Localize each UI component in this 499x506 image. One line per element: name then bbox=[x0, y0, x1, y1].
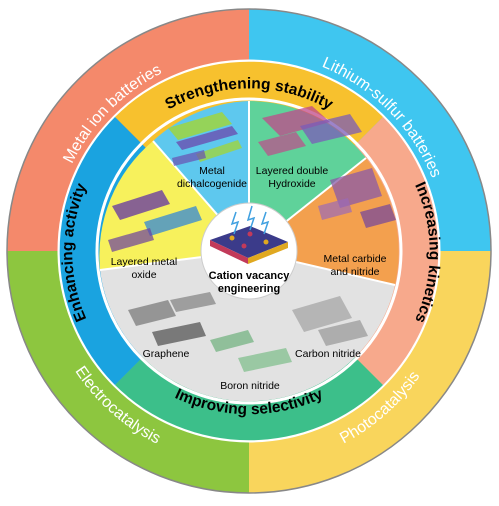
label-layered-oxide-line1: Layered metal bbox=[111, 256, 178, 268]
label-metal-dichalcogenide-line2: dichalcogenide bbox=[177, 178, 247, 190]
label-ldh-line2: Hydroxide bbox=[268, 178, 315, 190]
dichalcogenide-structure-illustration bbox=[168, 112, 242, 166]
label-metal-dichalcogenide-line1: Metal bbox=[199, 165, 225, 177]
vacancy-lattice-illustration bbox=[210, 226, 288, 264]
middle-ring-divider bbox=[95, 97, 403, 405]
center-label-line2: engineering bbox=[218, 283, 280, 295]
label-ldh-line1: Layered double bbox=[256, 165, 329, 177]
outer-ring-border bbox=[6, 8, 492, 494]
lightning-icon bbox=[230, 205, 270, 235]
carbon-nitride-structure-illustration bbox=[292, 296, 368, 346]
label-carbide-line1: Metal carbide bbox=[323, 253, 386, 265]
boron-nitride-structure-illustration bbox=[210, 330, 292, 372]
center-label-line1: Cation vacancy bbox=[209, 270, 291, 282]
sector-2d-materials bbox=[100, 251, 395, 402]
carbide-structure-illustration bbox=[318, 168, 396, 228]
label-carbon-nitride: Carbon nitride bbox=[295, 348, 361, 360]
layered-oxide-structure-illustration bbox=[108, 190, 202, 252]
label-graphene: Graphene bbox=[143, 348, 190, 360]
graphene-structure-illustration bbox=[128, 292, 216, 346]
label-boron-nitride: Boron nitride bbox=[220, 380, 280, 392]
label-layered-oxide-line2: oxide bbox=[131, 269, 156, 281]
outer-ring-divider bbox=[57, 59, 441, 443]
label-carbide-line2: and nitride bbox=[330, 266, 379, 278]
ldh-structure-illustration bbox=[258, 106, 362, 156]
